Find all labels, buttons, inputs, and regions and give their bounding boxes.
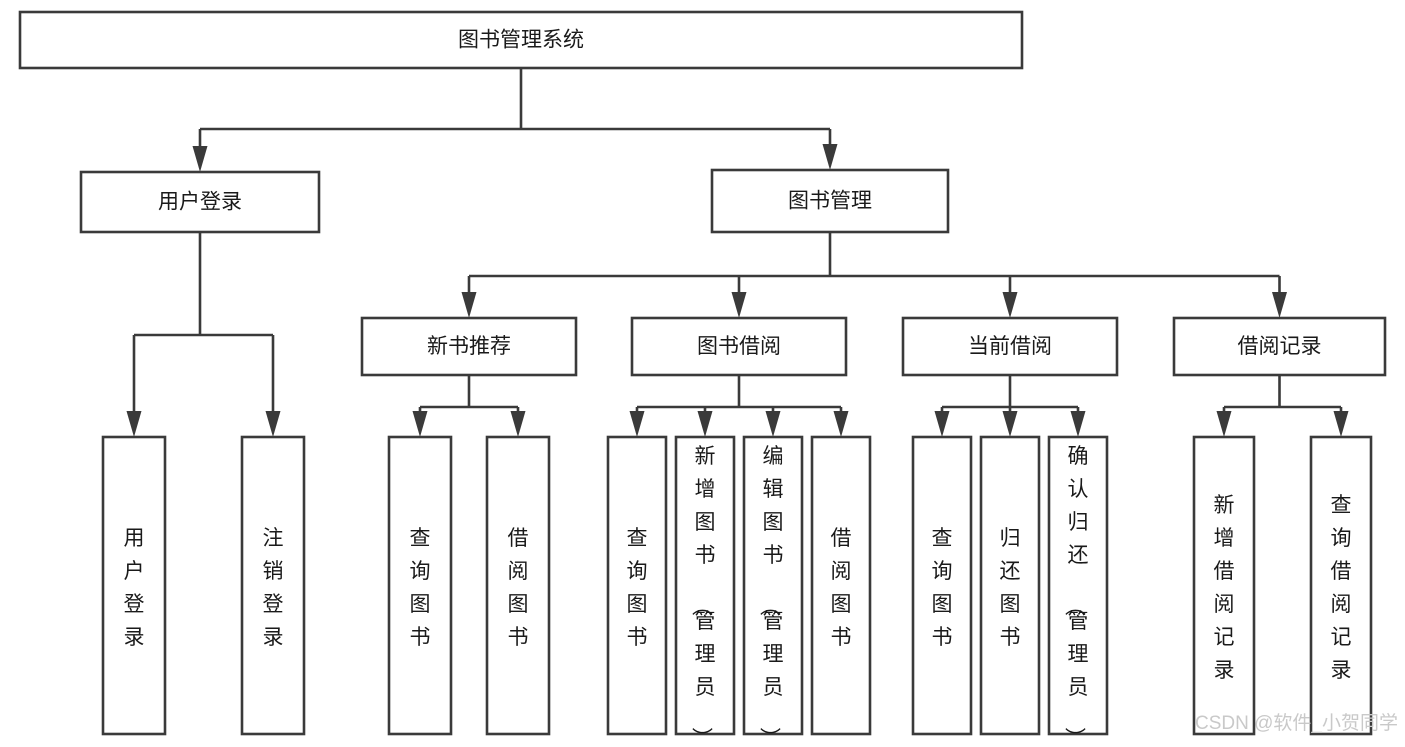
node-label-confirm-return-admin: 确认归还（管理员） (1063, 445, 1089, 747)
book-borrow-to-add-book-admin-arrowhead (697, 411, 713, 437)
node-user-logout-leaf[interactable]: 注销登录 (240, 435, 306, 736)
book-borrow-to-query-book-2-arrowhead (629, 411, 645, 437)
csdn-watermark: CSDN @软件_小贺同学 (1195, 712, 1398, 734)
node-box-root[interactable] (18, 10, 1024, 70)
node-user-login[interactable]: 用户登录 (79, 170, 321, 234)
node-box-query-book-2[interactable] (606, 435, 668, 736)
node-box-query-book-3[interactable] (911, 435, 973, 736)
node-box-user-logout-leaf[interactable] (240, 435, 306, 736)
new-book-recommend-to-query-book-1-arrowhead (412, 411, 428, 437)
node-label-return-book: 归还图书 (1000, 527, 1021, 649)
node-box-edit-book-admin[interactable] (742, 435, 804, 736)
node-user-login-leaf[interactable]: 用户登录 (101, 435, 167, 736)
user-login-to-user-logout-leaf-arrowhead (265, 411, 281, 437)
book-borrow-to-edit-book-admin-arrowhead (765, 411, 781, 437)
node-box-borrow-record[interactable] (1172, 316, 1387, 377)
node-label-user-login-leaf: 用户登录 (124, 527, 145, 649)
node-label-current-borrow: 当前借阅 (968, 335, 1052, 358)
node-query-book-3[interactable]: 查询图书 (911, 435, 973, 736)
node-label-book-borrow: 图书借阅 (697, 335, 781, 358)
node-label-query-book-3: 查询图书 (932, 527, 953, 649)
node-confirm-return-admin[interactable]: 确认归还（管理员） (1047, 435, 1109, 747)
node-box-query-borrow-record[interactable] (1309, 435, 1373, 736)
book-manage-to-book-borrow-arrowhead (731, 292, 747, 318)
node-box-confirm-return-admin[interactable] (1047, 435, 1109, 736)
node-box-user-login[interactable] (79, 170, 321, 234)
node-box-current-borrow[interactable] (901, 316, 1119, 377)
node-label-borrow-book-1: 借阅图书 (508, 527, 529, 649)
connector-lines-group (126, 68, 1349, 437)
node-box-add-book-admin[interactable] (674, 435, 736, 736)
node-box-return-book[interactable] (979, 435, 1041, 736)
node-label-add-borrow-record: 新增借阅记录 (1214, 494, 1235, 682)
node-boxes-group: 图书管理系统用户登录图书管理用户登录注销登录新书推荐查询图书借阅图书图书借阅查询… (18, 10, 1387, 747)
book-manage-to-current-borrow-arrowhead (1002, 292, 1018, 318)
node-label-add-book-admin: 新增图书（管理员） (690, 445, 716, 747)
node-label-query-book-1: 查询图书 (410, 527, 431, 649)
node-current-borrow[interactable]: 当前借阅 (901, 316, 1119, 377)
node-label-borrow-record: 借阅记录 (1238, 335, 1322, 358)
node-add-borrow-record[interactable]: 新增借阅记录 (1192, 435, 1256, 736)
node-borrow-book-1[interactable]: 借阅图书 (485, 435, 551, 736)
book-manage-to-new-book-recommend-arrowhead (461, 292, 477, 318)
node-label-new-book-recommend: 新书推荐 (427, 335, 511, 358)
node-borrow-book-2[interactable]: 借阅图书 (810, 435, 872, 736)
node-query-book-2[interactable]: 查询图书 (606, 435, 668, 736)
borrow-record-to-add-borrow-record-arrowhead (1216, 411, 1232, 437)
current-borrow-to-query-book-3-arrowhead (934, 411, 950, 437)
node-query-borrow-record[interactable]: 查询借阅记录 (1309, 435, 1373, 736)
node-label-root: 图书管理系统 (458, 29, 584, 52)
node-box-user-login-leaf[interactable] (101, 435, 167, 736)
node-label-edit-book-admin: 编辑图书（管理员） (758, 445, 784, 747)
borrow-record-to-query-borrow-record-arrowhead (1333, 411, 1349, 437)
node-edit-book-admin[interactable]: 编辑图书（管理员） (742, 435, 804, 747)
current-borrow-to-return-book-arrowhead (1002, 411, 1018, 437)
node-box-new-book-recommend[interactable] (360, 316, 578, 377)
root-to-user-login-arrowhead (192, 146, 208, 172)
node-box-add-borrow-record[interactable] (1192, 435, 1256, 736)
node-label-borrow-book-2: 借阅图书 (831, 527, 852, 649)
node-label-user-login: 用户登录 (158, 191, 242, 214)
node-box-borrow-book-2[interactable] (810, 435, 872, 736)
node-add-book-admin[interactable]: 新增图书（管理员） (674, 435, 736, 747)
current-borrow-to-confirm-return-admin-arrowhead (1070, 411, 1086, 437)
node-root[interactable]: 图书管理系统 (18, 10, 1024, 70)
node-new-book-recommend[interactable]: 新书推荐 (360, 316, 578, 377)
book-borrow-to-borrow-book-2-arrowhead (833, 411, 849, 437)
node-borrow-record[interactable]: 借阅记录 (1172, 316, 1387, 377)
root-to-book-manage-arrowhead (822, 144, 838, 170)
node-box-book-manage[interactable] (710, 168, 950, 234)
node-label-book-manage: 图书管理 (788, 190, 872, 213)
user-login-to-user-login-leaf-arrowhead (126, 411, 142, 437)
node-label-query-borrow-record: 查询借阅记录 (1331, 494, 1352, 682)
book-manage-to-borrow-record-arrowhead (1272, 292, 1287, 318)
new-book-recommend-to-borrow-book-1-arrowhead (510, 411, 526, 437)
node-query-book-1[interactable]: 查询图书 (387, 435, 453, 736)
node-return-book[interactable]: 归还图书 (979, 435, 1041, 736)
node-box-query-book-1[interactable] (387, 435, 453, 736)
node-label-user-logout-leaf: 注销登录 (263, 527, 284, 649)
node-label-query-book-2: 查询图书 (627, 527, 648, 649)
node-book-borrow[interactable]: 图书借阅 (630, 316, 848, 377)
node-book-manage[interactable]: 图书管理 (710, 168, 950, 234)
node-box-borrow-book-1[interactable] (485, 435, 551, 736)
node-box-book-borrow[interactable] (630, 316, 848, 377)
